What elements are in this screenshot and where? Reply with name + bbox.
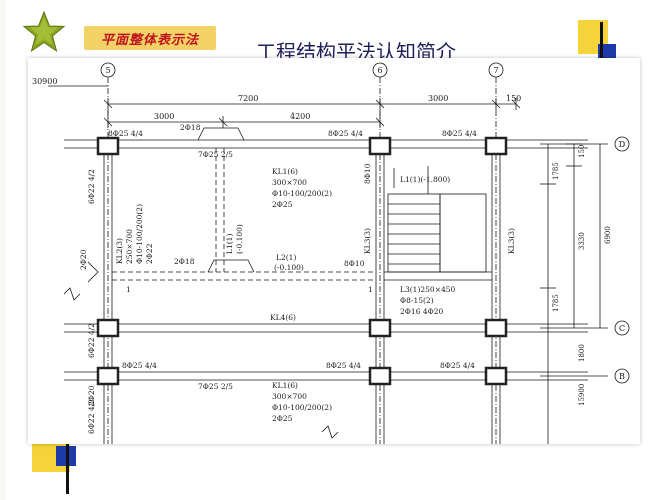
- note-kl2-stirrup: Φ10-100/200(2): [135, 204, 144, 264]
- note-l1-top: L1(1)(-1.800): [400, 175, 450, 184]
- note-kl2-size: 250×700: [125, 229, 134, 264]
- note-left-6phi22-b: 6Φ22 4/2: [87, 323, 96, 358]
- column-5C: [96, 318, 120, 338]
- note-left-2phi20-b: 2Φ20: [87, 385, 96, 406]
- dim-3000-right: 3000: [428, 94, 448, 103]
- dim-4200: 4200: [290, 112, 310, 121]
- dim-right-3330: 3330: [578, 232, 586, 250]
- dim-3000: 3000: [154, 112, 174, 121]
- note-l1-vert-elev: (-0.100): [235, 224, 244, 254]
- dim-right-6900: 6900: [604, 226, 612, 244]
- note-mid-2phi18: 2Φ18: [174, 257, 195, 266]
- axis-label-5: 5: [105, 66, 110, 75]
- note-l3-bars: 2Φ16 4Φ20: [400, 307, 444, 316]
- note-l3-stirrup: Φ8-15(2): [400, 296, 434, 305]
- note-mid-8phi10-h: 8Φ10: [344, 259, 365, 268]
- note-top-right-rebar: 8Φ25 4/4: [442, 129, 477, 138]
- section-badge: 平面整体表示法: [84, 26, 216, 50]
- axis-bubble-C: [614, 320, 630, 336]
- note-bot-8phi25-r: 8Φ25 4/4: [440, 361, 475, 370]
- drawing-panel: 5 6 7 D C B 30900 7200 3000 150 3000 420…: [28, 58, 640, 444]
- note-l3-name: L3(1)250×450: [400, 285, 456, 294]
- dim-right-150: 150: [578, 145, 586, 158]
- deco-left-bar: [0, 0, 6, 500]
- note-l2-name: L2(1): [276, 253, 296, 262]
- note-kl1-size: 300×700: [272, 178, 307, 187]
- note-kl3-right: KL3(3): [507, 228, 516, 254]
- note-kl1-name: KL1(6): [272, 167, 298, 176]
- axis-label-B: B: [619, 372, 625, 381]
- note-kl2-name: KL2(3): [115, 238, 124, 264]
- note-top-7phi25: 7Φ25 2/5: [198, 150, 233, 159]
- note-top-2phi18: 2Φ18: [180, 123, 201, 132]
- note-kl3-mid: KL3(3): [363, 228, 372, 254]
- note-section-1: 1: [126, 285, 131, 294]
- column-6D: [368, 136, 392, 156]
- note-bot-8phi25-m: 8Φ25 4/4: [326, 361, 361, 370]
- dim-7200: 7200: [238, 94, 258, 103]
- note-left-6phi22: 6Φ22 4/2: [87, 169, 96, 204]
- note-l1-vert: L1(1): [225, 234, 234, 254]
- structural-plan-drawing: 5 6 7 D C B 30900 7200 3000 150 3000 420…: [32, 62, 630, 444]
- star-icon: [22, 10, 66, 53]
- note-kl1-stirrup: Φ10-100/200(2): [272, 189, 332, 198]
- note-kl6-name: KL1(6): [272, 381, 298, 390]
- axis-label-C: C: [619, 324, 625, 333]
- note-kl6-stirrup: Φ10-100/200(2): [272, 403, 332, 412]
- axis-bubble-B: [614, 368, 630, 384]
- note-top-mid-rebar: 8Φ25 4/4: [328, 129, 363, 138]
- dim-right-1800: 1800: [578, 344, 586, 362]
- note-bot-8phi25-l: 8Φ25 4/4: [122, 361, 157, 370]
- axis-label-6: 6: [377, 66, 382, 75]
- column-7C: [484, 318, 508, 338]
- column-6C: [368, 318, 392, 338]
- note-kl6-size: 300×700: [272, 392, 307, 401]
- note-section-1b: 1: [368, 285, 373, 294]
- deco-bottom-bar: [66, 440, 69, 494]
- dim-right-1785a: 1785: [552, 162, 560, 180]
- column-5B: [96, 366, 120, 386]
- note-left-6phi22-c: 6Φ22 4/2: [87, 399, 96, 434]
- column-5D: [96, 136, 120, 156]
- column-6B: [368, 366, 392, 386]
- deco-top-bar: [600, 22, 603, 62]
- note-left-2phi20: 2Φ20: [79, 249, 88, 270]
- dim-right-1785b: 1785: [552, 294, 560, 312]
- dim-30900: 30900: [32, 77, 57, 86]
- note-top-left-rebar: 8Φ25 4/4: [108, 129, 143, 138]
- column-7D: [484, 136, 508, 156]
- note-l2-elev: (-0.100): [274, 263, 304, 272]
- note-kl1-top: 2Φ25: [272, 200, 293, 209]
- column-7B: [484, 366, 508, 386]
- note-mid-8phi10-v: 8Φ10: [363, 163, 372, 184]
- note-kl4-mid: KL4(6): [270, 313, 296, 322]
- section-badge-label: 平面整体表示法: [100, 32, 199, 48]
- note-kl6-top: 2Φ25: [272, 414, 293, 423]
- axis-label-7: 7: [493, 66, 498, 75]
- note-bot-7phi25: 7Φ25 2/5: [198, 382, 233, 391]
- dim-right-15900: 15900: [578, 384, 586, 406]
- dim-150: 150: [506, 94, 521, 103]
- axis-label-D: D: [619, 140, 625, 149]
- note-kl2-top: 2Φ22: [145, 243, 154, 264]
- axis-bubble-D: [614, 136, 630, 152]
